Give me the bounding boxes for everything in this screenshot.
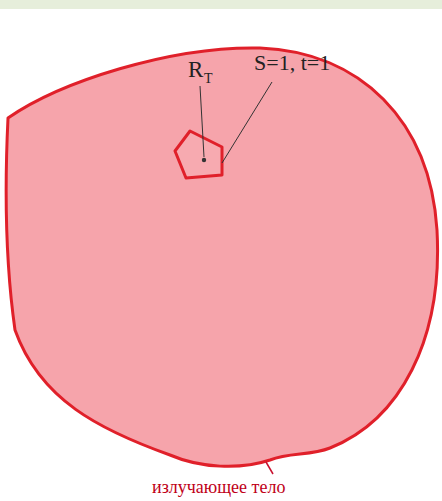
body-label: излучающее тело [152, 478, 285, 496]
point-marker [202, 158, 206, 162]
leader-line [200, 86, 204, 157]
emitting-body [6, 48, 437, 466]
subscript-label: T [204, 72, 213, 86]
top-band [0, 0, 442, 9]
surface-element [175, 131, 222, 178]
leader-line [222, 82, 272, 163]
symbol-label: R [188, 58, 203, 81]
parameter-label: S=1, t=1 [254, 52, 330, 74]
leader-line [266, 462, 273, 474]
